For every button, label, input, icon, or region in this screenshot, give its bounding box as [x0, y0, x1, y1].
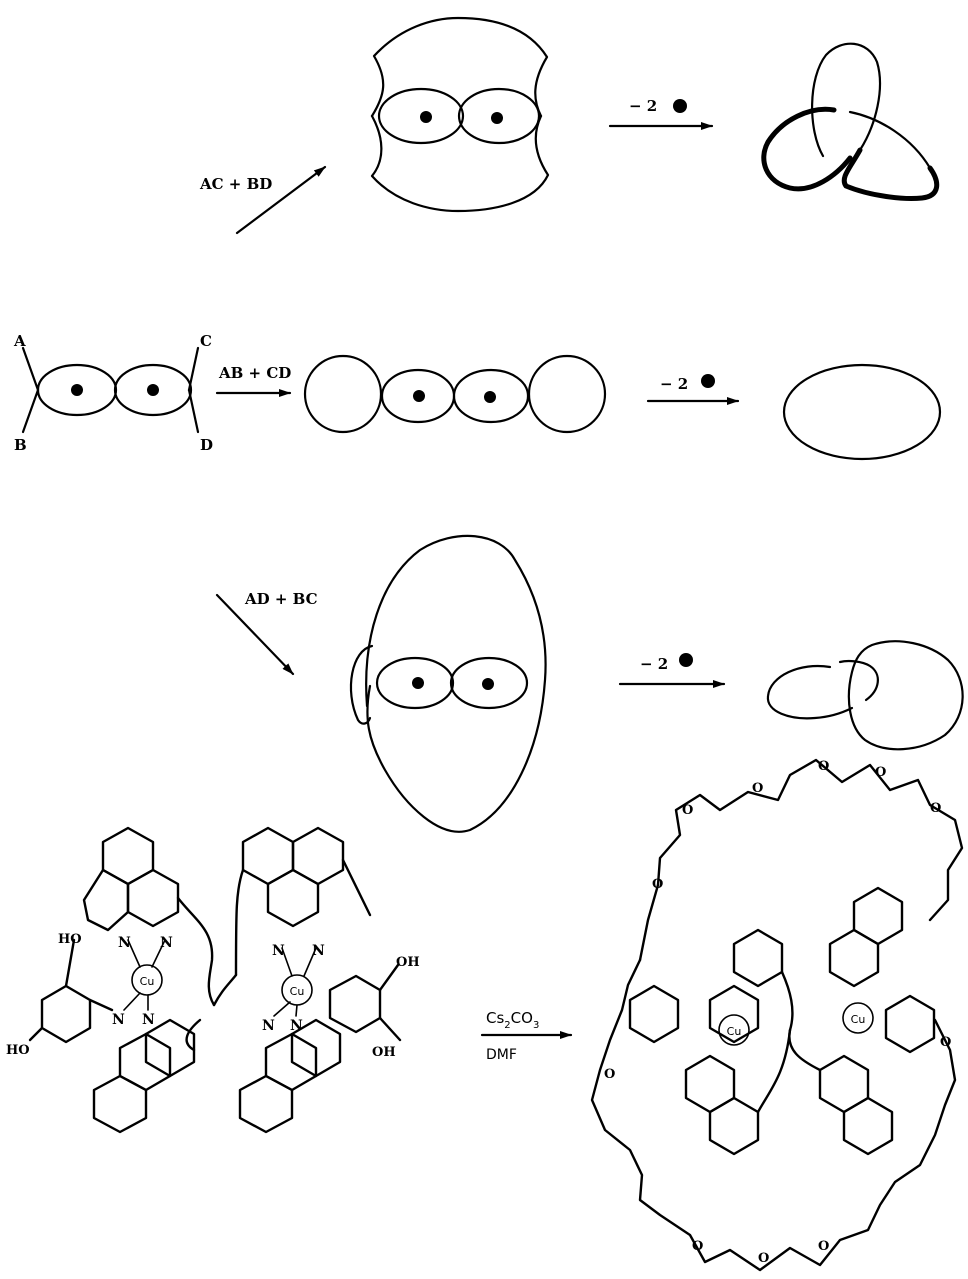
trefoil-knot-complex-product: O O O O O O O O O O O Cu Cu	[590, 758, 964, 1272]
hydroxyl-label-4: OH	[372, 1045, 396, 1060]
oxygen-label-5: O	[875, 765, 886, 780]
solvent-label: DMF	[486, 1047, 517, 1063]
reaction-conditions: Cs2CO3 DMF	[480, 1009, 573, 1063]
n-label-6: N	[312, 943, 325, 959]
oxygen-label-10: O	[818, 1239, 829, 1254]
right-copper-complex: Cu N N N N OH OH	[234, 826, 420, 1134]
oxygen-label-11: O	[940, 1035, 951, 1050]
oxygen-label-8: O	[692, 1239, 703, 1254]
arrow-ac-bd	[235, 165, 327, 235]
cu-label-product-left: Cu	[727, 1025, 742, 1038]
oxygen-label-4: O	[818, 759, 829, 774]
precursor-double-complex: A B C D	[13, 332, 213, 454]
end-a-label: A	[13, 332, 26, 350]
n-label-3: N	[112, 1012, 125, 1028]
trefoil-knot	[761, 42, 940, 201]
label-minus-2-3: − 2	[640, 655, 668, 673]
cu-label-product-right: Cu	[851, 1013, 866, 1026]
label-minus-2-1: − 2	[629, 97, 657, 115]
oxygen-label-1: O	[652, 877, 663, 892]
path-ab-cd: AB + CD − 2	[215, 354, 942, 461]
arrow-ad-bc	[215, 593, 295, 676]
path-ad-bc: AD + BC − 2	[215, 534, 964, 833]
n-label-2: N	[160, 935, 173, 951]
label-ad-bc: AD + BC	[244, 590, 318, 608]
hydroxyl-label-1: HO	[58, 932, 82, 947]
polyether-chain	[656, 758, 964, 922]
label-ab-cd: AB + CD	[218, 364, 291, 382]
reagent-label: Cs2CO3	[486, 1009, 539, 1031]
oxygen-label-7: O	[604, 1067, 615, 1082]
label-minus-2-2: − 2	[660, 375, 688, 393]
oxygen-label-6: O	[930, 801, 941, 816]
label-ac-bd: AC + BD	[199, 175, 272, 193]
hydroxyl-label-2: HO	[6, 1043, 30, 1058]
n-label-8: N	[290, 1018, 303, 1034]
double-knot-precursor	[370, 16, 550, 213]
oxygen-label-2: O	[682, 803, 693, 818]
hydroxyl-label-3: OH	[396, 955, 420, 970]
n-label-1: N	[118, 935, 131, 951]
oxygen-label-9: O	[758, 1251, 769, 1266]
catenane	[766, 640, 964, 751]
left-copper-complex: Cu N N N N HO HO	[6, 826, 216, 1134]
path-ac-bd: AC + BD − 2	[199, 16, 940, 235]
n-label-4: N	[142, 1012, 155, 1028]
end-c-label: C	[200, 332, 212, 350]
separate-rings-precursor	[303, 354, 607, 434]
cu-label-right: Cu	[290, 985, 305, 998]
n-label-5: N	[272, 943, 285, 959]
catenane-precursor	[349, 534, 547, 833]
dicopper-precursor-molecule: Cu N N N N HO HO	[6, 826, 420, 1134]
oxygen-label-3: O	[752, 781, 763, 796]
unknotted-ring	[782, 363, 942, 461]
cu-label-left: Cu	[140, 975, 155, 988]
end-b-label: B	[14, 436, 27, 454]
n-label-7: N	[262, 1018, 275, 1034]
end-d-label: D	[200, 436, 213, 454]
